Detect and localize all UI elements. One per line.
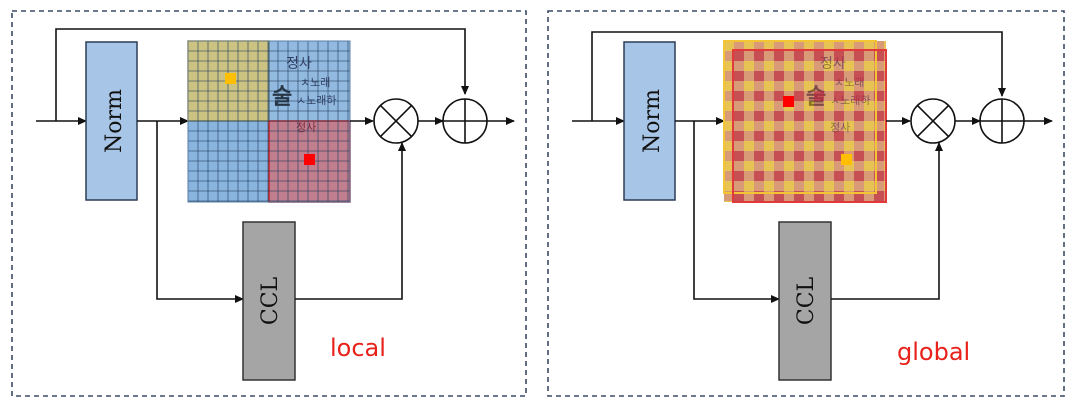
svg-text:술: 술 bbox=[272, 84, 292, 110]
panel-local: Norm 정사 ㅊ노래 술 ㅅ노래하 정사 bbox=[11, 10, 527, 397]
skip-connection bbox=[55, 28, 469, 121]
branch-to-ccl bbox=[156, 121, 244, 303]
ccl-label: CCL bbox=[258, 276, 283, 325]
ccl-to-multiply-arrow bbox=[295, 142, 406, 300]
svg-text:ㅊ노래: ㅊ노래 bbox=[300, 76, 330, 89]
panel-frame bbox=[11, 10, 527, 397]
window-outline-red bbox=[732, 49, 887, 203]
branch-to-ccl bbox=[693, 121, 780, 303]
skip-connection bbox=[591, 31, 1006, 121]
ccl-block bbox=[242, 221, 296, 381]
grid-lines bbox=[188, 41, 350, 202]
svg-text:정사: 정사 bbox=[286, 56, 312, 72]
dilated-window-pattern bbox=[724, 41, 886, 202]
circled-times-icon bbox=[373, 98, 419, 144]
svg-text:ㅅ노래하: ㅅ노래하 bbox=[296, 93, 336, 107]
query-marker-yellow bbox=[225, 73, 236, 84]
window-outline-yellow bbox=[723, 40, 877, 194]
query-marker-yellow bbox=[841, 154, 852, 165]
circled-times-icon bbox=[910, 98, 956, 144]
circled-plus-icon bbox=[442, 98, 488, 144]
ccl-to-multiply-arrow bbox=[831, 142, 943, 300]
ccl-label: CCL bbox=[794, 276, 819, 325]
norm-block bbox=[623, 41, 676, 201]
norm-label: Norm bbox=[102, 89, 127, 153]
norm-block bbox=[85, 41, 138, 201]
image-global-windows: 정사 ㅊ노래 술 ㅅ노래하 정사 bbox=[723, 40, 887, 203]
window-bottom-left bbox=[187, 120, 270, 203]
panel-global: Norm 정사 ㅊ노래 술 ㅅ노래하 정사 bbox=[547, 10, 1065, 397]
circled-plus-icon bbox=[979, 98, 1025, 144]
query-marker-red bbox=[304, 154, 315, 165]
ccl-block bbox=[778, 221, 832, 381]
image-local-windows: 정사 ㅊ노래 술 ㅅ노래하 정사 bbox=[187, 40, 351, 203]
query-marker-red bbox=[783, 96, 794, 107]
panel-caption: local bbox=[330, 334, 386, 362]
panel-caption: global bbox=[897, 338, 970, 366]
norm-label: Norm bbox=[640, 89, 665, 153]
